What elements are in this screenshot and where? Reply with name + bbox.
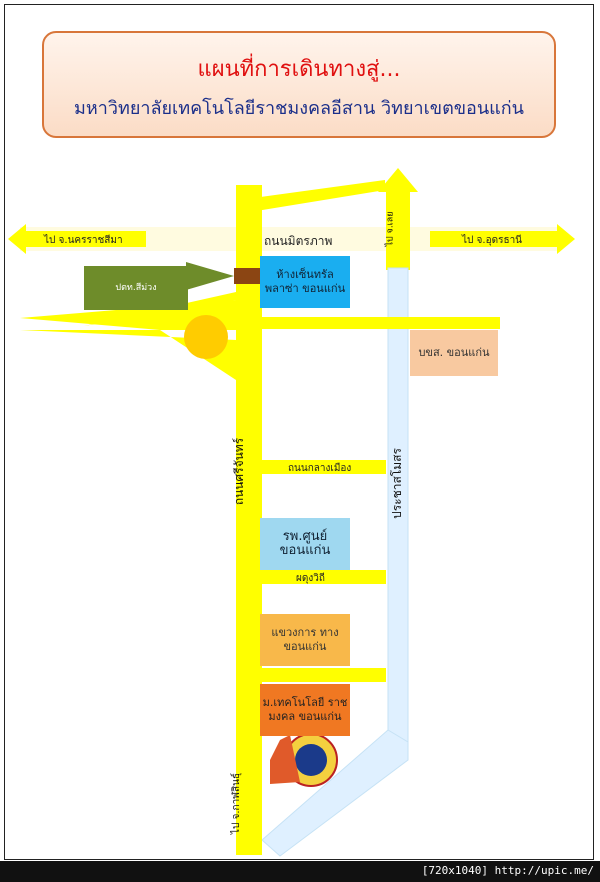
phadungrit-road [262, 570, 386, 584]
crossroad-bks [262, 317, 500, 329]
university-seal-inner [295, 744, 327, 776]
bks-label: บขส. ขอนแก่น [418, 346, 490, 359]
srichan-road [236, 185, 262, 855]
footer-text: [720x1040] http://upic.me/ [421, 864, 594, 877]
arrow-right-udon [557, 224, 575, 254]
pump-box: ปตท.สีม่วง [84, 266, 188, 310]
label-to-kalasin: ไป จ.กาฬสินธุ์ [231, 772, 243, 835]
label-phadungrit: ผดุงวิถี [296, 573, 325, 584]
university-emblem [270, 735, 300, 784]
loei-road [386, 190, 410, 270]
label-mittraphap: ถนนมิตรภาพ [264, 234, 333, 248]
diagonal-road-loei [238, 180, 385, 214]
label-srichan: ถนนศรีจันทร์ [232, 437, 247, 506]
arrow-up-loei [378, 168, 418, 192]
map-subtitle: มหาวิทยาลัยเทคโนโลยีราชมงคลอีสาน วิทยาเข… [74, 98, 524, 119]
left-junction-lower [20, 330, 236, 380]
prachasamosorn-diagonal [261, 729, 409, 857]
roundabout [184, 315, 228, 359]
label-to-korat: ไป จ.นครราชสีมา [44, 235, 123, 246]
hospital-label: รพ.ศูนย์ ขอนแก่น [279, 529, 331, 558]
page-frame [4, 4, 594, 860]
university-box: ม.เทคโนโลยี ราชมงคล ขอนแก่น [260, 684, 350, 736]
highway-dept-label: แขวงการ ทางขอนแก่น [271, 626, 339, 653]
label-prachasamosorn: ประชาสโมสร [389, 448, 404, 519]
arrow-right-udon-shaft [430, 231, 560, 247]
label-to-udon: ไป จ.อุดรธานี [462, 235, 523, 246]
footer-bar: [720x1040] http://upic.me/ [0, 861, 600, 882]
university-label: ม.เทคโนโลยี ราชมงคล ขอนแก่น [262, 696, 348, 723]
highway-dept-road [262, 668, 386, 682]
label-to-loei: ไป จ.เลย [385, 211, 396, 247]
title-box: แผนที่การเดินทางสู่... มหาวิทยาลัยเทคโนโ… [42, 31, 556, 138]
map-title: แผนที่การเดินทางสู่... [197, 57, 401, 82]
arrow-left-korat [8, 224, 26, 254]
hospital-box: รพ.ศูนย์ ขอนแก่น [260, 518, 350, 570]
central-plaza-box: ห้างเซ็นทรัล พลาซ่า ขอนแก่น [260, 256, 350, 308]
label-klang-muang: ถนนกลางเมือง [288, 463, 352, 474]
central-marker [234, 268, 260, 284]
klang-muang-road [262, 460, 386, 474]
arrow-left-korat-shaft [26, 231, 146, 247]
pump-pointer [186, 262, 234, 290]
pump-label: ปตท.สีม่วง [115, 283, 157, 293]
highway-dept-box: แขวงการ ทางขอนแก่น [260, 614, 350, 666]
central-plaza-label: ห้างเซ็นทรัล พลาซ่า ขอนแก่น [264, 268, 346, 295]
bks-box: บขส. ขอนแก่น [410, 330, 498, 376]
